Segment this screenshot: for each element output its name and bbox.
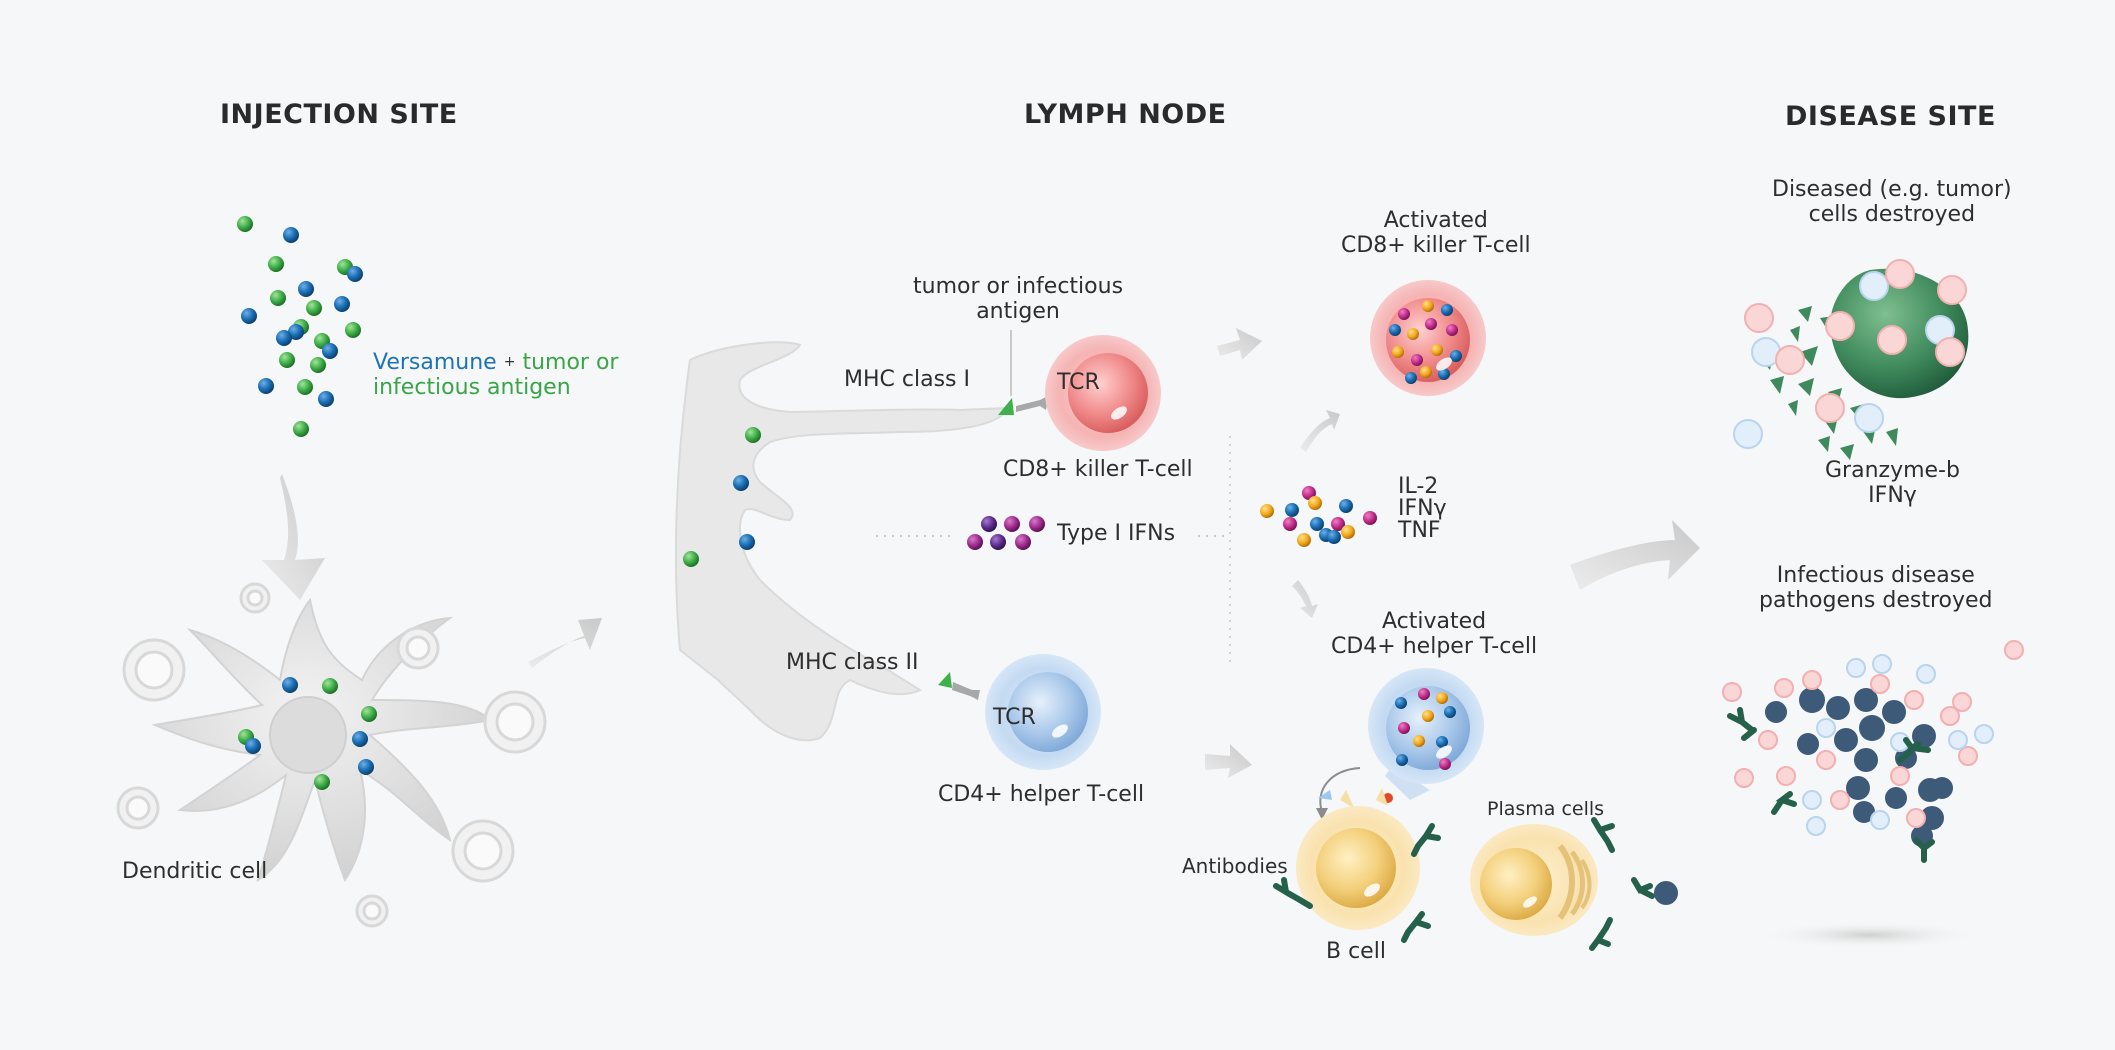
right-arrow-icon [528,618,602,668]
antigen-text-line1: tumor or [522,350,619,375]
versamune-text: Versamune [373,350,497,375]
cytokine-tnf: TNF [1398,518,1441,543]
section-title-disease-site: DISEASE SITE [1785,101,1996,132]
tumor-destroyed-line2: cells destroyed [1808,201,1976,227]
activated-cd4-label: Activated CD4+ helper T-cell [1331,609,1538,660]
activated-cd4-line2: CD4+ helper T-cell [1331,633,1538,659]
dendritic-cell [151,597,493,883]
big-right-arrow-icon [1570,520,1700,590]
type-i-ifn-particles [967,516,1045,550]
antigen-text-line2: infectious antigen [373,374,571,400]
dendritic-cell-label: Dendritic cell [122,859,268,884]
antigen-particle-cluster [237,216,363,437]
cd4-t-cell [985,654,1101,770]
bystander-cells [116,582,547,928]
versamune-antigen-label: Versamune + tumor or infectious antigen [373,350,619,401]
lymph-dendritic-cell [674,341,1010,742]
cytokine-list: IL-2 IFNγ TNF [1398,476,1447,542]
activated-cd8-line1: Activated [1383,208,1488,233]
antigen-label-line2: antigen [976,298,1060,324]
pathogen-cluster [1722,640,2024,863]
dc-particle [683,551,699,567]
ifn-gamma-text: IFNγ [1868,482,1917,508]
granzyme-text: Granzyme-b [1825,458,1960,483]
cd8-t-cell-label: CD8+ killer T-cell [1003,457,1193,482]
tumor-destroyed-label: Diseased (e.g. tumor) cells destroyed [1772,177,2012,228]
type-i-ifns-label: Type I IFNs [1057,521,1176,546]
tcr-label-cd8: TCR [1057,370,1100,395]
antibody-icons [1273,817,1655,951]
activated-cd8-label: Activated CD8+ killer T-cell [1341,208,1531,259]
down-arrow-icon [262,474,325,600]
mhc-class-ii-complex [938,672,980,700]
plasma-cells-label: Plasma cells [1487,798,1605,820]
cytokine-il2: IL-2 [1398,474,1439,499]
dc-particle [733,475,749,491]
section-title-lymph-node: LYMPH NODE [1024,99,1227,130]
antibodies-label: Antibodies [1182,854,1288,878]
cytokine-ifng: IFNγ [1398,496,1447,521]
activated-t-cells-small [1733,259,1967,449]
lymph-arrows [1205,328,1340,778]
pathogens-destroyed-label: Infectious disease pathogens destroyed [1759,563,1993,614]
b-cell-label: B cell [1326,939,1386,964]
pathogen-particle [1654,881,1678,905]
activated-cd4-t-cell [1316,668,1484,820]
plasma-cell [1470,824,1598,936]
dc-particle [745,427,761,443]
cd8-t-cell [1045,335,1161,451]
tumor-destroyed-line1: Diseased (e.g. tumor) [1772,177,2012,202]
pathogens-destroyed-line1: Infectious disease [1776,563,1975,588]
cytokine-particles [1260,486,1377,547]
ground-shadow [1758,921,1982,949]
tcr-label-cd4: TCR [993,705,1036,730]
activated-cd8-line2: CD8+ killer T-cell [1341,232,1531,258]
dc-particle [739,534,755,550]
antigen-label-line1: tumor or infectious [913,274,1124,299]
plus-sign: + [503,354,516,370]
mhc-class-i-complex [998,330,1048,415]
antigen-label: tumor or infectious antigen [913,274,1124,325]
cd4-t-cell-label: CD4+ helper T-cell [938,782,1145,807]
pathogens-destroyed-line2: pathogens destroyed [1759,587,1993,613]
activated-cd4-line1: Activated [1381,609,1487,634]
b-cell [1296,788,1420,930]
mhc-class-ii-label: MHC class II [786,650,919,675]
activated-cd8-t-cell [1370,280,1486,396]
section-title-injection-site: INJECTION SITE [220,99,458,130]
granzyme-label: Granzyme-b IFNγ [1825,458,1960,509]
mhc-class-i-label: MHC class I [844,367,970,392]
